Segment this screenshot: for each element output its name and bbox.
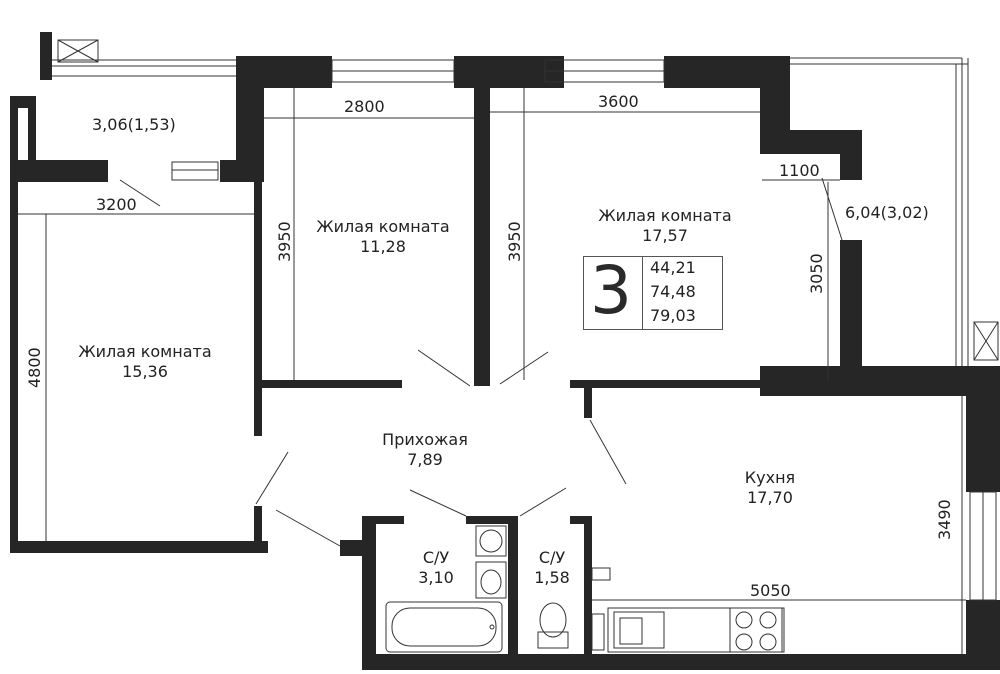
- dim-3050: 3050: [807, 253, 826, 294]
- room-hall: Прихожая 7,89: [360, 430, 490, 470]
- dim-3950-a: 3950: [275, 221, 294, 262]
- room-kitchen-name: Кухня: [744, 468, 796, 487]
- room-living-1-name: Жилая комната: [78, 342, 212, 361]
- room-bath-2-area: 1,58: [534, 568, 570, 587]
- wall-partition-2-3: [474, 56, 490, 386]
- total-area-with-balcony: 79,03: [650, 306, 696, 325]
- dim-5050: 5050: [750, 581, 791, 600]
- wall-left-bal-col: [28, 96, 36, 166]
- wall-bath-right-top: [570, 516, 592, 524]
- balcony2-ac: [973, 321, 999, 361]
- room-hall-name: Прихожая: [382, 430, 468, 449]
- dim-2800: 2800: [344, 97, 385, 116]
- wall-r1-stub: [254, 506, 262, 546]
- badge-divider: [642, 257, 643, 329]
- wall-kitchen-top: [760, 366, 1000, 396]
- wall-kitchen-left: [584, 388, 592, 418]
- room-living-3-name: Жилая комната: [598, 206, 732, 225]
- room-bath-2: С/У 1,58: [522, 548, 582, 588]
- balcony-2-area: 6,04(3,02): [845, 203, 929, 222]
- kitchen-sink: [613, 611, 665, 649]
- bathtub: [385, 601, 503, 653]
- dim-3200: 3200: [96, 195, 137, 214]
- living-area: 44,21: [650, 258, 696, 277]
- room-kitchen-area: 17,70: [747, 488, 793, 507]
- wall-balcony1-bottom: [18, 160, 108, 182]
- room-living-3: Жилая комната 17,57: [580, 206, 750, 246]
- toilet: [537, 631, 569, 649]
- dim-1100: 1100: [779, 161, 820, 180]
- room-living-2-area: 11,28: [360, 237, 406, 256]
- wall-bottom: [362, 654, 1000, 670]
- wall-mid-r2: [262, 380, 402, 388]
- room-count: 3: [590, 252, 632, 329]
- wall-kitchen-right: [966, 396, 1000, 492]
- room-bath-1: С/У 3,10: [406, 548, 466, 588]
- room-bath-1-area: 3,10: [418, 568, 454, 587]
- room-living-1: Жилая комната 15,36: [60, 342, 230, 382]
- sink-bath: [475, 561, 507, 599]
- room-living-2: Жилая комната 11,28: [298, 217, 468, 257]
- washing-machine: [475, 525, 507, 557]
- wall-r3-step-col: [840, 130, 862, 180]
- room-living-1-area: 15,36: [122, 362, 168, 381]
- wall-bath-top: [372, 516, 404, 524]
- fixtures: [385, 525, 785, 653]
- wall-bath-mid-top: [466, 516, 518, 524]
- room-hall-area: 7,89: [407, 450, 443, 469]
- room-living-3-area: 17,57: [642, 226, 688, 245]
- room-bath-1-name: С/У: [422, 548, 450, 567]
- wall-mid-r3: [570, 380, 770, 388]
- wall-bath-stub: [340, 540, 376, 556]
- summary-badge: 3 44,21 74,48 79,03: [583, 252, 723, 330]
- wall-top-r2b: [454, 56, 564, 88]
- wall-r2-left-thin: [254, 160, 262, 436]
- windows: [171, 59, 997, 601]
- dim-4800: 4800: [25, 347, 44, 388]
- room-kitchen: Кухня 17,70: [720, 468, 820, 508]
- wall-left: [10, 96, 18, 551]
- wall-bottom-left: [10, 541, 268, 553]
- room-bath-2-name: С/У: [538, 548, 566, 567]
- total-area: 74,48: [650, 282, 696, 301]
- wall-bath-mid: [508, 516, 518, 666]
- dim-3490: 3490: [935, 499, 954, 540]
- balcony1-post: [40, 32, 52, 80]
- window-bal1: [171, 161, 219, 181]
- dim-3600: 3600: [598, 92, 639, 111]
- balcony-1-area: 3,06(1,53): [92, 115, 176, 134]
- wall-bath-left: [362, 516, 376, 670]
- dim-3950-b: 3950: [505, 221, 524, 262]
- room-living-2-name: Жилая комната: [316, 217, 450, 236]
- balcony1-ac: [57, 39, 99, 63]
- wall-bath-right: [584, 516, 592, 666]
- walls: [10, 32, 1000, 670]
- stove: [729, 607, 783, 653]
- kitchen-counter: [607, 607, 785, 653]
- door-swings: [119, 177, 843, 547]
- wall-r3-lower: [840, 240, 862, 380]
- dimension-lines: [18, 88, 966, 654]
- balcony-lines: [52, 39, 999, 366]
- wall-r3-right: [760, 56, 790, 134]
